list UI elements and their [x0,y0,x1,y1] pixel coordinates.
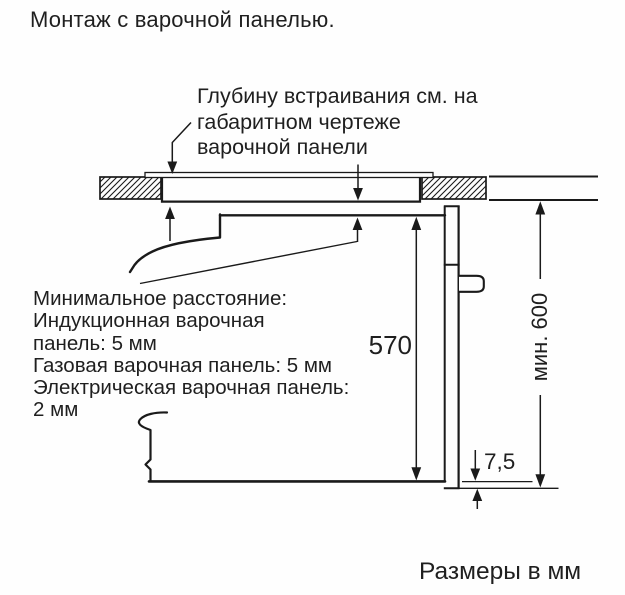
dim-600-arrow-top [535,201,546,215]
depth-arrow-center [353,188,363,201]
min-distance-leaders [139,206,363,285]
door-handle [459,274,485,293]
hob-glass-lip [144,171,434,179]
oven-door [443,205,485,490]
min-distance-arrow-left [165,206,175,219]
units-note: Размеры в мм [419,558,582,585]
dimension-label-7-5: 7,5 [484,449,516,474]
dim-570-arrow-bottom [411,467,422,481]
hob-body-outline [160,176,422,203]
hob-body [162,176,420,202]
hob-panel [144,171,434,203]
depth-leader-left [171,121,192,163]
min-distance-arrow-right [352,217,363,230]
dim-75-arrow-down [470,468,481,481]
dimension-label-570: 570 [368,330,412,360]
hob-depth-note-line: габаритном чертеже [197,109,401,134]
countertop-left-block [99,176,162,200]
oven-top-left-break [128,213,222,274]
page-title: Монтаж с варочной панелью. [30,7,335,32]
min-distance-note-line: Минимальное расстояние: [33,287,288,310]
min-distance-note-line: Индукционная варочная [33,309,265,333]
dim-75-arrow-up [472,488,483,501]
countertop [99,175,598,201]
dim-600-arrow-bottom [535,474,546,488]
hob-depth-note: Глубину встраивания см. на габаритном че… [197,84,478,161]
min-distance-note-line: 2 мм [33,398,79,422]
hob-depth-note-line: варочной панели [197,135,368,159]
oven-left-break [137,411,169,482]
min-distance-note-line: панель: 5 мм [33,331,157,355]
min-distance-note: Минимальное расстояние: Индукционная вар… [33,287,350,422]
countertop-right-lines [489,175,598,201]
hob-depth-leaders [167,121,363,201]
dim-570-arrow-top [411,216,422,230]
dimension-7-5 [452,450,559,509]
dimension-label-min-600: мин. 600 [527,279,553,395]
min-distance-diagonal [139,240,358,285]
min-distance-note-line: Газовая варочная панель: 5 мм [33,353,333,377]
countertop-right-block [421,176,487,200]
depth-arrow-left [167,161,178,174]
dimension-570 [411,216,422,481]
hob-depth-note-line: Глубину встраивания см. на [197,84,478,108]
oven-outline [128,213,447,483]
min-distance-note-line: Электрическая варочная панель: [33,376,350,400]
